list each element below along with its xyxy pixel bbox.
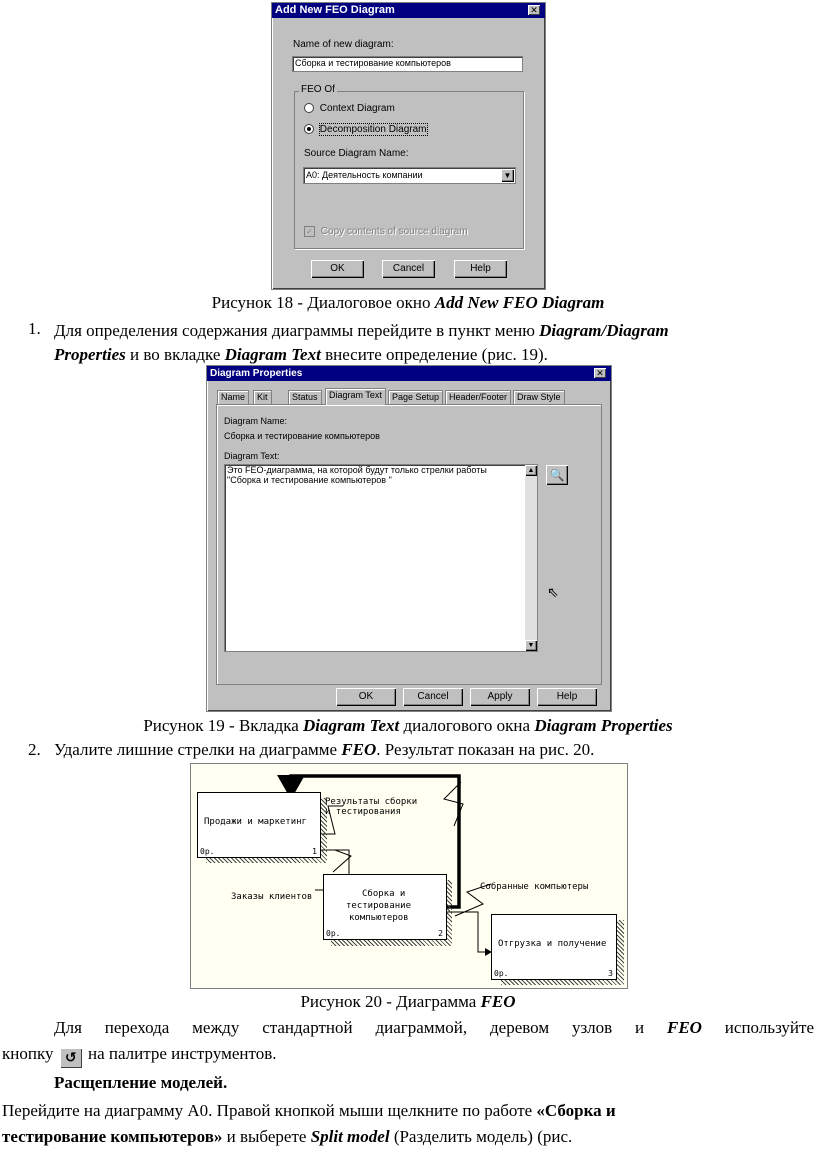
source-diagram-label: Source Diagram Name: — [304, 148, 409, 159]
decomposition-diagram-label: Decomposition Diagram — [318, 123, 428, 136]
context-diagram-label: Context Diagram — [319, 103, 395, 114]
left-edge-squiggle — [443, 781, 464, 827]
close-icon[interactable]: ✕ — [528, 5, 540, 15]
step-1-number: 1. — [28, 319, 41, 338]
feo-diagram: Продажи и маркетинг 0p. 1 Сборка и тести… — [190, 763, 628, 989]
step-2-text: Удалите лишние стрелки на диаграмме FEO.… — [54, 740, 595, 759]
ok-button[interactable]: OK — [311, 260, 364, 278]
box-3-number: 3 — [608, 969, 613, 978]
switch-paragraph-line-2: кнопку ↺ на палитре инструментов. — [2, 1044, 277, 1068]
activity-box-1[interactable]: Продажи и маркетинг 0p. 1 — [197, 792, 321, 858]
ok-button[interactable]: OK — [336, 688, 396, 706]
box-2-number: 2 — [438, 929, 443, 938]
tab-kit[interactable]: Kit — [253, 390, 272, 404]
text-line-1: Это FEO-диаграмма, на которой будут толь… — [227, 465, 487, 475]
diagram-name-label: Diagram Name: — [224, 416, 288, 426]
loop-arrow — [277, 774, 461, 909]
arrow-label-results-1: Результаты сборки — [325, 797, 418, 807]
box-1-label: Продажи и маркетинг — [204, 817, 307, 827]
output-arrow — [447, 911, 492, 956]
figure-20-caption: Рисунок 20 - Диаграмма FEO — [300, 992, 516, 1011]
tab-header-footer[interactable]: Header/Footer — [445, 390, 512, 404]
help-button[interactable]: Help — [537, 688, 597, 706]
box-1-number: 1 — [312, 847, 317, 856]
diagram-properties-dialog: Diagram Properties ✕ Name Kit Status Dia… — [206, 365, 612, 712]
copy-contents-label: Copy contents of source diagram — [320, 226, 468, 238]
feo-of-label: FEO Of — [299, 84, 337, 95]
box-2-op: 0p. — [326, 929, 341, 938]
scroll-up-icon[interactable]: ▲ — [525, 465, 537, 476]
close-icon[interactable]: ✕ — [594, 368, 606, 378]
diagram-text-label: Diagram Text: — [224, 451, 280, 461]
box-1-op: 0p. — [200, 847, 215, 856]
output-squiggle — [454, 883, 492, 917]
add-new-feo-dialog: Add New FEO Diagram ✕ Name of new diagra… — [271, 2, 546, 290]
source-diagram-value: A0: Деятельность компании — [306, 170, 423, 180]
switch-view-icon[interactable]: ↺ — [59, 1048, 82, 1068]
orders-squiggle — [332, 849, 352, 873]
activity-box-2[interactable]: Сборка и тестирование компьютеров 0p. 2 — [323, 874, 447, 940]
dialog-title: Add New FEO Diagram — [272, 3, 545, 18]
chevron-down-icon[interactable]: ▼ — [501, 169, 514, 182]
box-2-label-3: компьютеров — [349, 913, 409, 923]
step-1-text: Для определения содержания диаграммы пер… — [54, 321, 669, 364]
vertical-scrollbar[interactable]: ▲ ▼ — [525, 465, 537, 651]
tab-name[interactable]: Name — [217, 390, 250, 404]
arrow-label-results-2: и тестирования — [325, 807, 401, 817]
cancel-button[interactable]: Cancel — [403, 688, 463, 706]
checkbox-icon: ✓ — [304, 226, 315, 237]
figure-19-caption: Рисунок 19 - Вкладка Diagram Text диалог… — [143, 716, 673, 735]
arrow-label-orders: Заказы клиентов — [231, 892, 313, 902]
feo-of-group — [294, 91, 524, 249]
context-diagram-radio[interactable]: Context Diagram — [304, 103, 395, 114]
radio-selected-icon — [304, 124, 314, 135]
copy-contents-checkbox[interactable]: ✓ Copy contents of source diagram — [304, 226, 468, 237]
decomposition-diagram-radio[interactable]: Decomposition Diagram — [304, 123, 428, 136]
help-button[interactable]: Help — [454, 260, 507, 278]
text-line-2: "Сборка и тестирование компьютеров " — [227, 475, 392, 485]
mouse-cursor-icon: ⇖ — [547, 584, 559, 600]
tab-diagram-text[interactable]: Diagram Text — [325, 388, 386, 405]
preview-icon[interactable]: 🔍 — [546, 465, 568, 485]
box-2-label-1: Сборка и — [362, 889, 406, 899]
source-diagram-select[interactable]: A0: Деятельность компании ▼ — [303, 167, 516, 184]
results-squiggle — [321, 805, 343, 835]
diagram-name-value: Сборка и тестирование компьютеров — [224, 431, 380, 441]
box-2-label-2: тестирование — [346, 901, 412, 911]
cancel-button[interactable]: Cancel — [382, 260, 435, 278]
switch-paragraph-line-1: Для перехода между стандартной диаграммо… — [54, 1018, 814, 1037]
box-3-label: Отгрузка и получение — [498, 939, 607, 949]
tab-strip: Name Kit Status Diagram Text Page Setup … — [217, 388, 597, 406]
box-3-op: 0p. — [494, 969, 509, 978]
dialog-title: Diagram Properties — [207, 366, 611, 381]
section-heading: Расщепление моделей. — [54, 1073, 228, 1092]
scroll-down-icon[interactable]: ▼ — [525, 640, 537, 651]
diagram-name-input[interactable]: Сборка и тестирование компьютеров — [292, 56, 523, 72]
radio-icon — [304, 103, 314, 114]
figure-18-caption: Рисунок 18 - Диалоговое окно Add New FEO… — [211, 293, 605, 312]
tab-page-setup[interactable]: Page Setup — [388, 390, 444, 404]
arrow-label-assembled: Собранные компьютеры — [480, 882, 589, 892]
tab-panel — [216, 404, 602, 685]
tab-draw-style[interactable]: Draw Style — [513, 390, 565, 404]
section-text: Перейдите на диаграмму А0. Правой кнопко… — [2, 1101, 616, 1146]
diagram-text-area[interactable]: Это FEO-диаграмма, на которой будут толь… — [224, 464, 538, 652]
activity-box-3[interactable]: Отгрузка и получение 0p. 3 — [491, 914, 617, 980]
tab-status[interactable]: Status — [288, 390, 322, 404]
step-2-number: 2. — [28, 740, 41, 759]
apply-button[interactable]: Apply — [470, 688, 530, 706]
name-label: Name of new diagram: — [293, 39, 394, 50]
